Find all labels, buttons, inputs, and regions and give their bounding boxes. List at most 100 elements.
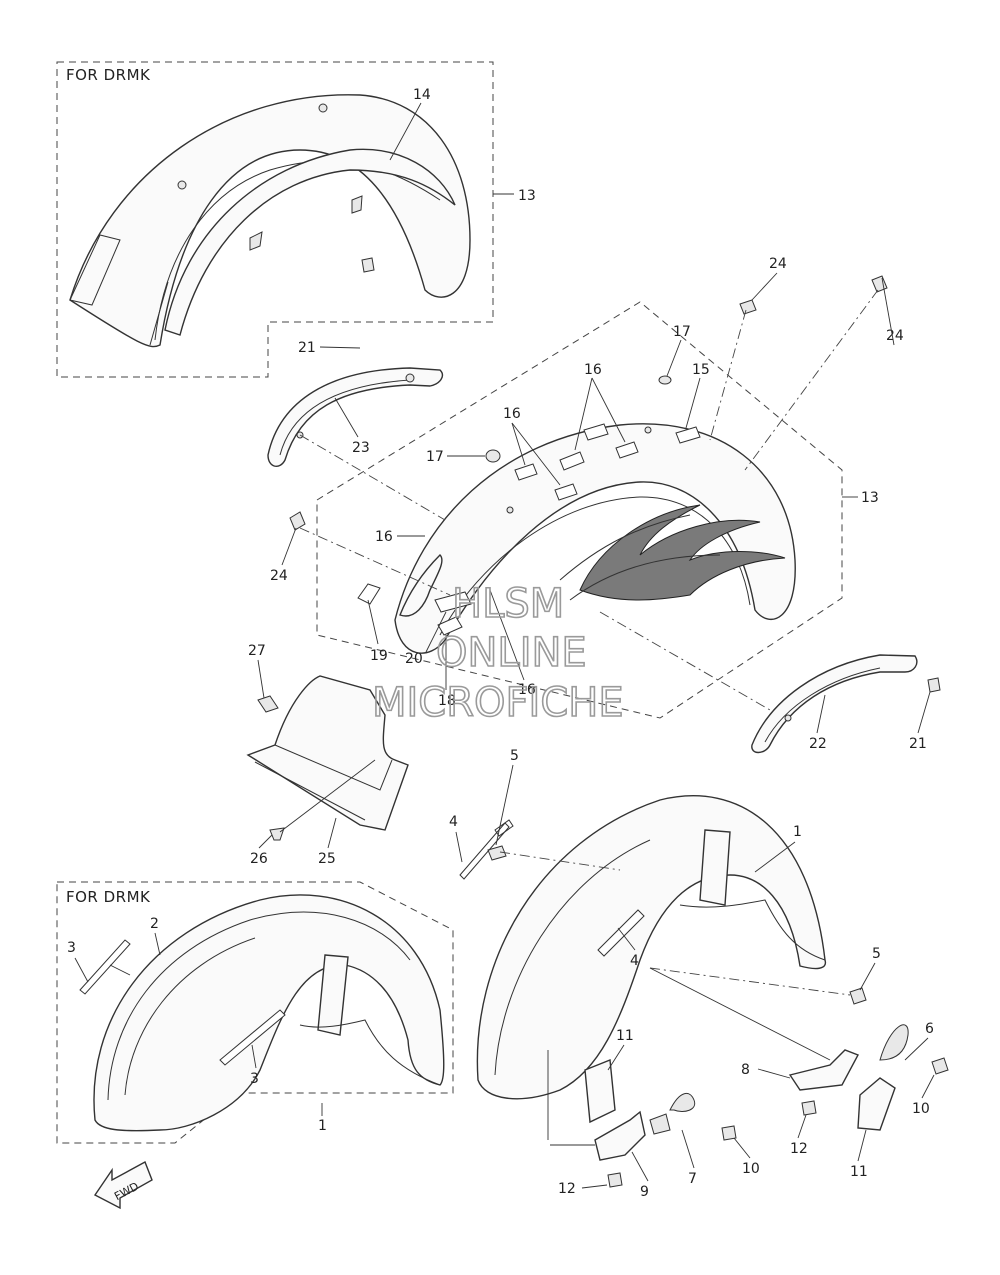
reflector-11-right	[857, 1077, 896, 1131]
watermark-line1: HLSM	[452, 581, 564, 627]
drmk-top-group: FOR DRMK 14 13	[56, 61, 536, 378]
watermark-line2: ONLINE	[436, 630, 587, 676]
decal-15	[675, 426, 701, 444]
callout-4-top: 4	[449, 814, 458, 830]
bolt-10-right	[931, 1057, 949, 1075]
fender-stay	[699, 829, 731, 906]
callout-13-mid: 13	[861, 490, 879, 506]
callout-3-fender: 3	[250, 1071, 259, 1087]
fwd-arrow: FWD	[93, 1161, 153, 1210]
decal-16-d	[583, 423, 609, 441]
decal-20	[434, 591, 472, 613]
nut-12-right	[801, 1100, 817, 1116]
callout-24-left: 24	[270, 568, 288, 584]
decal-3-top	[79, 939, 131, 995]
callout-24-top: 24	[769, 256, 787, 272]
callout-1-bottom: 1	[318, 1118, 327, 1134]
rear-fender-group: 24 24 24 17 17 16 16 16 16 15 13 19 20 1…	[270, 256, 904, 719]
wire-6	[879, 1024, 909, 1061]
license-bracket-25	[246, 675, 409, 831]
callout-15: 15	[692, 362, 710, 378]
callout-11-right: 11	[850, 1164, 868, 1180]
screw-26	[269, 827, 285, 841]
callout-20: 20	[405, 651, 423, 667]
drmk-bottom-box	[56, 881, 454, 1144]
callout-27: 27	[248, 643, 266, 659]
callout-3-top: 3	[67, 940, 76, 956]
callout-19: 19	[370, 648, 388, 664]
decal-16-b	[559, 451, 585, 471]
callout-24-right: 24	[886, 328, 904, 344]
license-bracket-group: 27 26 25	[246, 643, 409, 867]
rear-fender-box	[316, 301, 843, 719]
callout-21-top: 21	[298, 340, 316, 356]
callout-14: 14	[413, 87, 431, 103]
callout-12-left: 12	[558, 1181, 576, 1197]
callout-25: 25	[318, 851, 336, 867]
callout-16-top: 16	[584, 362, 602, 378]
callout-4-fender: 4	[630, 953, 639, 969]
rail-group: 21 23 22 21	[267, 257, 941, 754]
watermark: HLSM ONLINE MICROFICHE	[371, 580, 624, 727]
decal-18	[437, 616, 463, 636]
callout-1-top: 1	[793, 824, 802, 840]
decal-3-fender	[219, 1009, 286, 1066]
decal-4-fender	[597, 909, 645, 957]
decal-16-e	[615, 441, 639, 459]
callout-6: 6	[925, 1021, 934, 1037]
fwd-arrow-icon	[93, 1161, 153, 1210]
bolt-10-left	[721, 1125, 737, 1141]
grommet-24-b	[871, 275, 888, 293]
reflector-group: 11 9 7 10 12 6 8 10 12 11	[547, 967, 949, 1200]
reflector-11-left	[584, 1059, 616, 1124]
callout-7: 7	[688, 1171, 697, 1187]
callout-16-mid: 16	[503, 406, 521, 422]
callout-16-bottom: 16	[518, 682, 536, 698]
drmk-bottom-group: FOR DRMK 2 3 3 1	[56, 881, 454, 1144]
decal-19	[357, 583, 381, 605]
callout-12-right: 12	[790, 1141, 808, 1157]
bracket-7	[649, 1113, 671, 1135]
callout-2: 2	[150, 916, 159, 932]
rail-22	[751, 654, 918, 754]
wire-7	[669, 1092, 696, 1113]
callout-13-top: 13	[518, 188, 536, 204]
nut-12-left	[607, 1172, 623, 1188]
callout-5-right: 5	[872, 946, 881, 962]
callout-23: 23	[352, 440, 370, 456]
front-fender-drmk	[93, 894, 445, 1132]
bolt-21-top	[361, 257, 375, 273]
rear-fender	[394, 423, 796, 654]
callout-11-left: 11	[616, 1028, 634, 1044]
callout-8: 8	[741, 1062, 750, 1078]
front-fender	[476, 795, 827, 1100]
callout-21-right: 21	[909, 736, 927, 752]
callout-22: 22	[809, 736, 827, 752]
callout-16-left: 16	[375, 529, 393, 545]
watermark-line3: MICROFICHE	[372, 680, 624, 726]
callout-17-top: 17	[673, 324, 691, 340]
drmk-top-box	[56, 61, 494, 378]
grommet-24-c	[289, 511, 306, 531]
bracket-9	[594, 1110, 646, 1161]
callout-5-top: 5	[510, 748, 519, 764]
rear-fender-drmk	[69, 94, 471, 348]
bolt-21-right	[927, 677, 941, 693]
front-fender-group: 5 1 4 4 5	[449, 748, 881, 1100]
grommet-17-a	[485, 449, 501, 463]
drmk-top-title: FOR DRMK	[66, 66, 151, 84]
clip-27	[257, 695, 279, 713]
decal-16-c	[554, 483, 578, 501]
callout-18: 18	[438, 693, 456, 709]
callout-26: 26	[250, 851, 268, 867]
decal-4-top	[494, 819, 514, 837]
grommet-24-a	[739, 299, 757, 315]
rail-23	[267, 367, 444, 467]
callout-9: 9	[640, 1184, 649, 1200]
decal-16-a	[514, 463, 538, 481]
bracket-8	[788, 1049, 859, 1091]
fender-trim-14	[164, 148, 456, 336]
bolt-5-right	[849, 987, 867, 1005]
